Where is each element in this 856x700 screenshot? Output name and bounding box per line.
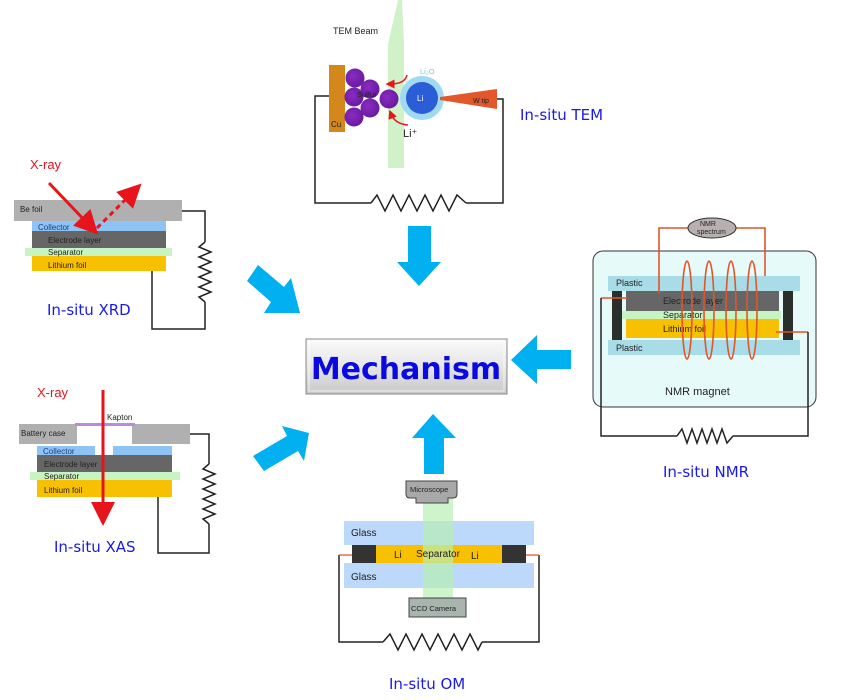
xas-panel: X-ray Kapton Battery case Collector Elec… <box>19 385 217 556</box>
tem-circuit-wire <box>314 95 504 204</box>
xas-collector-right <box>113 446 172 455</box>
xas-separator <box>30 472 180 480</box>
tem-sulfur-label: Sulfur <box>357 90 377 99</box>
xas-kapton-label: Kapton <box>107 413 132 422</box>
nmr-magnet-label: NMR magnet <box>665 386 730 398</box>
arrow-from-xrd <box>247 265 300 313</box>
nmr-seal-left <box>612 291 622 340</box>
xrd-layer-collector: Collector <box>38 223 70 232</box>
nmr-resistor <box>676 426 734 446</box>
nmr-seal-right <box>783 291 793 340</box>
om-li-left-label: Li <box>394 550 402 561</box>
converging-arrows <box>247 226 571 474</box>
nmr-plastic-bottom <box>608 340 800 355</box>
xrd-electrode-layer <box>32 231 166 248</box>
om-resistor <box>382 632 483 652</box>
arrow-from-nmr <box>511 335 571 384</box>
nmr-spectrum-label-2: spectrum <box>697 229 726 236</box>
nmr-spectrum-label-1: NMR <box>700 221 716 228</box>
xrd-resistor <box>197 241 213 303</box>
tem-copper-electrode <box>329 65 345 132</box>
nmr-layer-plastic-bottom: Plastic <box>616 343 643 353</box>
xas-layer-electrode: Electrode layer <box>44 460 98 469</box>
xrd-panel: X-ray Be foil Collector Electrode layer … <box>14 157 213 330</box>
tem-li2o-label: Li₂O <box>420 67 435 76</box>
om-glass-bottom-label: Glass <box>351 572 377 583</box>
mechanism-box: Mechanism <box>305 338 508 395</box>
xas-circuit-wire <box>157 433 210 554</box>
tem-lithium-sphere <box>406 82 438 114</box>
tem-panel: TEM Beam Cu Sulfur Li Li₂O W tip Li⁺ In-… <box>314 0 603 213</box>
tem-wtip-label: W tip <box>473 98 489 105</box>
xrd-title: In-situ XRD <box>47 301 131 319</box>
tem-li-label: Li <box>417 94 423 103</box>
xrd-lithium-foil <box>32 256 166 271</box>
tem-li-ion-arrow-bottom <box>388 109 409 126</box>
arrow-from-tem <box>397 226 441 286</box>
tem-resistor <box>370 193 467 213</box>
tem-sulfur-particles <box>344 68 399 127</box>
tem-beam-column <box>388 44 404 168</box>
nmr-rf-coil <box>658 227 766 360</box>
tem-cu-label: Cu <box>331 120 341 129</box>
om-microscope-label: Microscope <box>410 485 448 494</box>
tem-li-ion-arrow-top <box>385 74 408 89</box>
nmr-panel: NMR magnet Plastic Electrode layer Separ… <box>592 217 817 481</box>
nmr-layer-electrode: Electrode layer <box>663 296 723 306</box>
xas-collector-left <box>37 446 95 455</box>
nmr-layer-plastic-top: Plastic <box>616 278 643 288</box>
om-circuit-wire <box>338 555 540 643</box>
tem-title: In-situ TEM <box>520 106 603 124</box>
om-separator-label: Separator <box>416 549 461 560</box>
xrd-layer-be-foil: Be foil <box>20 205 42 214</box>
xrd-separator <box>25 248 172 256</box>
xrd-circuit-wire <box>151 210 206 330</box>
xas-layer-collector: Collector <box>43 447 75 456</box>
arrow-from-om <box>412 414 456 474</box>
xas-battery-case-right <box>132 424 190 444</box>
om-li-right-label: Li <box>471 551 479 562</box>
xrd-layer-lithium-foil: Lithium foil <box>48 261 86 270</box>
nmr-electrode-layer <box>626 291 779 311</box>
xas-kapton-window <box>75 423 135 426</box>
xas-xray-label: X-ray <box>37 385 69 400</box>
om-ccd-camera <box>408 597 467 618</box>
xas-layer-separator: Separator <box>44 472 79 481</box>
om-panel: Microscope CCD Camera Glass Glass Li Sep… <box>338 480 540 693</box>
mechanism-label: Mechanism <box>311 352 501 387</box>
om-microscope <box>405 480 458 504</box>
xas-resistor <box>201 463 217 525</box>
tem-tungsten-tip <box>440 89 497 109</box>
om-light-path <box>423 498 453 598</box>
xrd-layer-electrode: Electrode layer <box>48 236 102 245</box>
tem-beam-label: TEM Beam <box>333 26 378 36</box>
om-seal-left <box>352 545 376 563</box>
nmr-layer-lithium-foil: Lithium foil <box>663 324 706 334</box>
xas-title: In-situ XAS <box>54 538 136 556</box>
om-title: In-situ OM <box>389 675 465 693</box>
xas-layer-lithium-foil: Lithium foil <box>44 486 82 495</box>
nmr-separator <box>618 311 781 319</box>
nmr-lithium-foil <box>626 319 779 338</box>
xrd-incident-beam <box>47 181 99 235</box>
tem-beam <box>388 0 404 44</box>
om-glass-top-label: Glass <box>351 528 377 539</box>
xrd-layer-separator: Separator <box>48 248 83 257</box>
nmr-circuit-wire <box>600 298 809 437</box>
arrow-from-xas <box>253 426 309 471</box>
xrd-xray-label: X-ray <box>30 157 62 172</box>
xas-layer-battery-case: Battery case <box>21 429 66 438</box>
tem-li-ion-label: Li⁺ <box>403 128 418 140</box>
om-seal-right <box>502 545 526 563</box>
xas-battery-case-left <box>19 424 77 444</box>
nmr-title: In-situ NMR <box>663 463 749 481</box>
om-camera-label: CCD Camera <box>411 604 457 613</box>
nmr-spectrum-box <box>687 217 737 239</box>
